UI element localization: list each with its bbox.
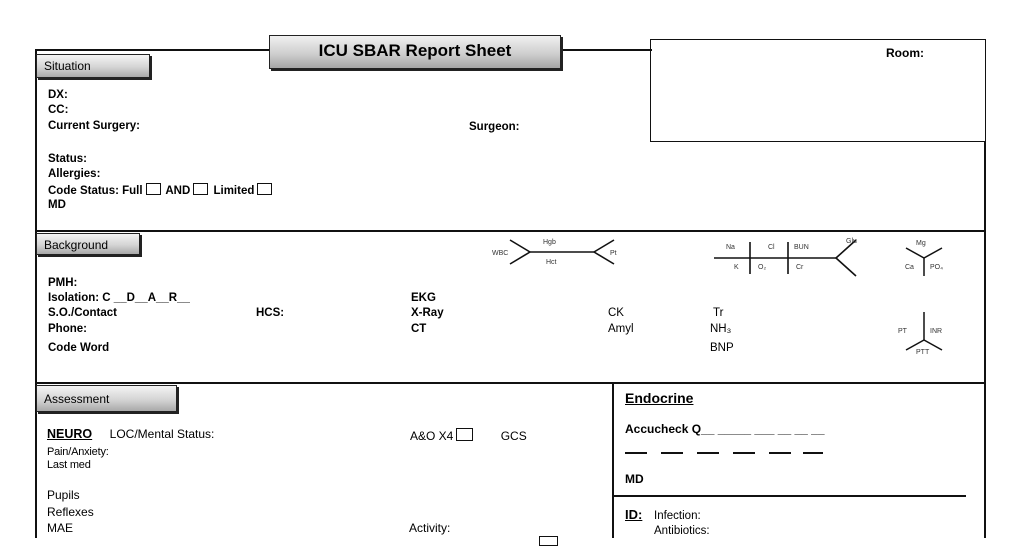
endocrine-id-divider (614, 495, 966, 497)
xray-label: X-Ray (411, 307, 444, 319)
ao-row: A&O X4 GCS (410, 428, 527, 443)
coag-fishbone: PT INR PTT (898, 312, 943, 356)
background-left-border (35, 230, 37, 383)
accucheck-line-4 (733, 452, 755, 454)
dx-label: DX: (48, 89, 68, 101)
situation-tab: Situation (36, 54, 150, 78)
antibiotics-label: Antibiotics: (654, 525, 710, 537)
form-title: ICU SBAR Report Sheet (269, 35, 561, 69)
room-label: Room: (886, 46, 924, 60)
glu-label: Glu (846, 238, 857, 245)
last-med-label: Last med (47, 459, 91, 471)
plt-label: Pt (610, 250, 617, 257)
situation-right-border (984, 141, 986, 231)
ct-label: CT (411, 323, 427, 335)
accucheck-line-2 (661, 452, 683, 454)
na-label: Na (726, 244, 735, 251)
phone-label: Phone: (48, 323, 87, 335)
wbc-label: WBC (492, 250, 508, 257)
bnp-label: BNP (710, 342, 734, 354)
full-checkbox[interactable] (145, 183, 161, 195)
ao-label: A&O X4 (410, 429, 454, 443)
ck-label: CK (608, 307, 624, 319)
accucheck-line-3 (697, 452, 719, 454)
reflexes-label: Reflexes (47, 505, 94, 519)
background-right-border (984, 230, 986, 383)
code-word-label: Code Word (48, 342, 110, 354)
allergies-label: Allergies: (48, 168, 101, 180)
pmh-label: PMH: (48, 277, 78, 289)
isolation-label: Isolation: C __D__A__R__ (48, 292, 190, 304)
cr-label: Cr (796, 264, 804, 271)
assessment-right-border (984, 382, 986, 538)
accucheck-line-5 (769, 452, 791, 454)
neuro-heading: NEURO (47, 427, 93, 441)
bun-label: BUN (794, 244, 809, 251)
assessment-left-border (35, 382, 37, 538)
k-label: K (734, 264, 739, 271)
assessment-tab: Assessment (36, 385, 177, 412)
bmp-fishbone: Na Cl BUN K O₂ Cr Glu (714, 238, 857, 277)
assessment-divider (612, 382, 614, 538)
pain-label: Pain/Anxiety: (47, 446, 109, 458)
mg-label: Mg (916, 240, 926, 247)
cbc-fishbone: WBC Hgb Hct Pt (492, 239, 617, 266)
situation-md-label: MD (48, 199, 66, 211)
hcs-label: HCS: (256, 307, 285, 319)
status-label: Status: (48, 153, 87, 165)
header-line-left (36, 49, 272, 51)
background-tab: Background (36, 233, 140, 255)
current-surgery-label: Current Surgery: (48, 120, 141, 132)
pupils-label: Pupils (47, 488, 80, 502)
cc-label: CC: (48, 104, 69, 116)
and-checkbox[interactable] (193, 183, 209, 195)
ca-label: Ca (905, 264, 914, 271)
limited-checkbox[interactable] (257, 183, 273, 195)
room-box[interactable] (650, 39, 986, 142)
co2-label: O₂ (758, 264, 766, 271)
infection-label: Infection: (654, 510, 701, 522)
assessment-top-border (35, 382, 986, 384)
mae-label: MAE (47, 521, 74, 535)
ao-checkbox[interactable] (456, 428, 474, 441)
ptt-label: PTT (916, 349, 930, 356)
id-heading: ID: (625, 507, 643, 522)
tr-label: Tr (713, 307, 724, 319)
amyl-label: Amyl (608, 323, 634, 335)
accucheck-line-6 (803, 452, 823, 454)
code-status-label: Code Status: Full (48, 185, 143, 197)
po4-label: PO₄ (930, 264, 943, 271)
pt-label: PT (898, 328, 908, 335)
situation-left-border (35, 49, 37, 231)
inr-label: INR (930, 328, 942, 335)
activity-label: Activity: (409, 521, 451, 535)
header-line-right (560, 49, 652, 51)
loc-label: LOC/Mental Status: (109, 427, 215, 441)
limited-label: Limited (213, 185, 255, 197)
background-top-border (35, 230, 986, 232)
surgeon-label: Surgeon: (469, 121, 520, 133)
endocrine-md-label: MD (625, 472, 644, 486)
ekg-label: EKG (411, 292, 436, 304)
so-contact-label: S.O./Contact (48, 307, 118, 319)
accucheck-line-1 (625, 452, 647, 454)
endocrine-heading: Endocrine (625, 390, 694, 406)
hgb-label: Hgb (543, 239, 556, 246)
accucheck-label: Accucheck Q__ _____ ___ __ __ __ (625, 422, 825, 436)
code-status-row: Code Status: Full AND Limited (48, 183, 274, 198)
lytes-fishbone: Mg Ca PO₄ (905, 240, 943, 276)
nh3-label: NH₃ (710, 323, 732, 335)
neuro-row: NEURO LOC/Mental Status: (47, 428, 214, 441)
cl-label: Cl (768, 244, 775, 251)
hct-label: Hct (546, 259, 557, 266)
gcs-label: GCS (500, 429, 527, 443)
and-label: AND (165, 185, 191, 197)
